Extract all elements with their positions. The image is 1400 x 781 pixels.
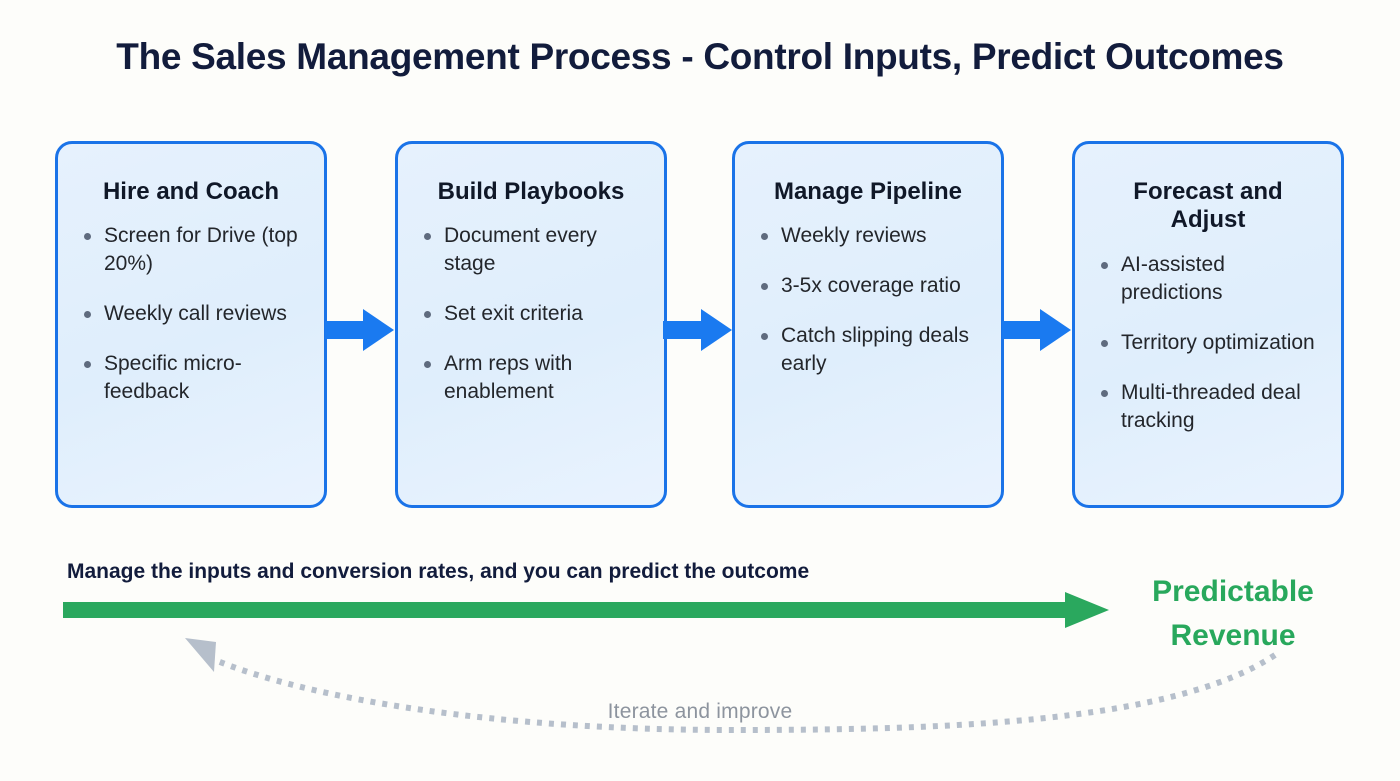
stage-bullet-list: Document every stage Set exit criteria A… xyxy=(418,222,644,406)
stage-title: Forecast and Adjust xyxy=(1133,178,1283,234)
list-item: Multi-threaded deal tracking xyxy=(1095,379,1321,435)
feedback-loop-label: Iterate and improve xyxy=(607,700,793,723)
list-item: Screen for Drive (top 20%) xyxy=(78,222,304,278)
stage-title: Manage Pipeline xyxy=(773,178,963,205)
outcome-arrow-icon xyxy=(63,592,1109,628)
stage-bullet-list: AI-assisted predictions Territory optimi… xyxy=(1095,251,1321,435)
page-title: The Sales Management Process - Control I… xyxy=(116,36,1284,77)
stage-title: Hire and Coach xyxy=(102,178,280,205)
list-item: Territory optimization xyxy=(1095,329,1321,357)
list-item: Catch slipping deals early xyxy=(755,322,981,378)
right-block-arrow-icon xyxy=(1002,309,1071,351)
list-item: Set exit criteria xyxy=(418,300,644,328)
stage-bullet-list: Weekly reviews 3-5x coverage ratio Catch… xyxy=(755,222,981,378)
process-stage-card-build-playbooks[interactable]: Build Playbooks Document every stage Set… xyxy=(395,141,667,508)
list-item: Arm reps with enablement xyxy=(418,350,644,406)
process-stage-card-manage-pipeline[interactable]: Manage Pipeline Weekly reviews 3-5x cove… xyxy=(732,141,1004,508)
outcome-label: Predictable Revenue xyxy=(1152,575,1314,653)
process-stage-row: Hire and Coach Screen for Drive (top 20%… xyxy=(55,141,1347,511)
process-stage-card-forecast-and-adjust[interactable]: Forecast and Adjust AI-assisted predicti… xyxy=(1072,141,1344,508)
list-item: Weekly reviews xyxy=(755,222,981,250)
stage-bullet-list: Screen for Drive (top 20%) Weekly call r… xyxy=(78,222,304,406)
stage-title: Build Playbooks xyxy=(437,178,625,205)
dotted-curved-arrow-icon xyxy=(185,638,1277,734)
list-item: Document every stage xyxy=(418,222,644,278)
right-block-arrow-icon xyxy=(325,309,394,351)
list-item: Specific micro-feedback xyxy=(78,350,304,406)
right-block-arrow-icon xyxy=(663,309,732,351)
process-stage-card-hire-and-coach[interactable]: Hire and Coach Screen for Drive (top 20%… xyxy=(55,141,327,508)
list-item: 3-5x coverage ratio xyxy=(755,272,981,300)
summary-statement: Manage the inputs and conversion rates, … xyxy=(67,560,810,583)
list-item: AI-assisted predictions xyxy=(1095,251,1321,307)
list-item: Weekly call reviews xyxy=(78,300,304,328)
